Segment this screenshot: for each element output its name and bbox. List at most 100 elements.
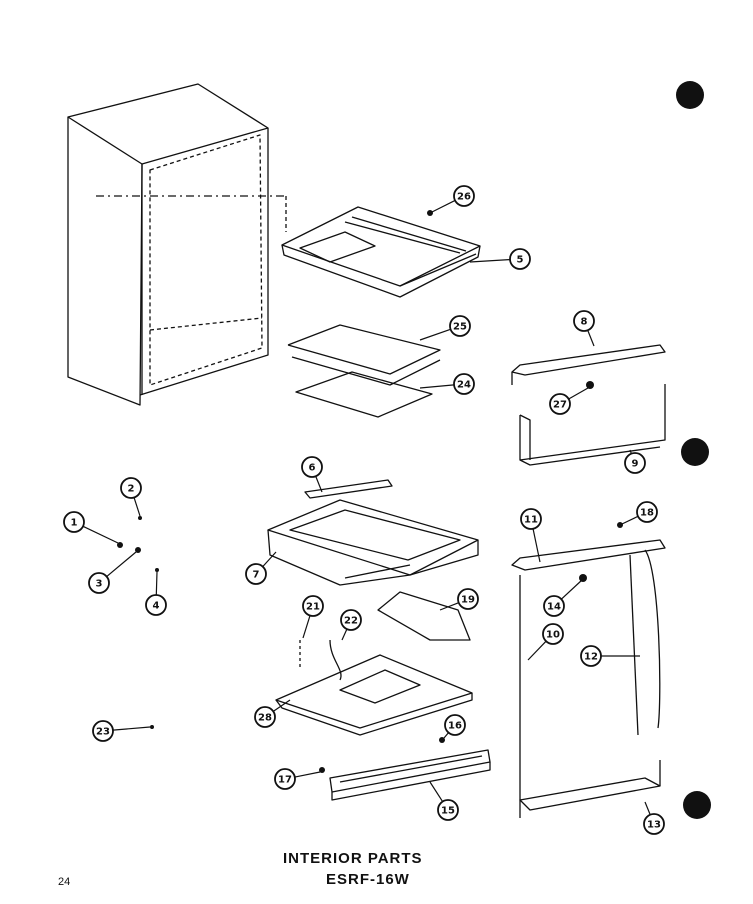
callout-circle-15 (437, 799, 459, 821)
callout-label-14: 14 (547, 602, 561, 613)
callout-label-28: 28 (258, 713, 272, 724)
callout-label-5: 5 (517, 255, 524, 266)
callout-circle-4 (145, 594, 167, 616)
callout-circle-13 (643, 813, 665, 835)
fastener-26 (427, 210, 433, 216)
callout-circle-11 (520, 508, 542, 530)
callout-circle-14 (543, 595, 565, 617)
callout-circle-25 (449, 315, 471, 337)
callout-label-6: 6 (309, 463, 316, 474)
fastener-16 (439, 737, 445, 743)
callout-label-2: 2 (128, 484, 135, 495)
callout-circle-3 (88, 572, 110, 594)
fastener-4 (155, 568, 159, 572)
fastener-23 (150, 725, 154, 729)
leader-line-5 (469, 259, 511, 263)
callout-label-7: 7 (253, 570, 260, 581)
callout-circle-1 (63, 511, 85, 533)
bar-6 (304, 479, 393, 499)
callout-circle-7 (245, 563, 267, 585)
callout-circle-16 (444, 714, 466, 736)
leader-line-11 (532, 528, 541, 563)
leader-line-19 (439, 602, 459, 611)
lower-door-liner (511, 539, 666, 818)
leader-line-15 (429, 781, 444, 802)
grille-15 (329, 749, 491, 801)
leader-line-22 (341, 628, 348, 641)
callout-label-3: 3 (96, 579, 103, 590)
callout-label-27: 27 (553, 400, 567, 411)
callout-label-13: 13 (647, 820, 661, 831)
callout-circle-22 (340, 609, 362, 631)
callout-label-1: 1 (71, 518, 78, 529)
callout-label-21: 21 (306, 602, 320, 613)
callout-label-11: 11 (524, 515, 538, 526)
page-number: 24 (58, 876, 71, 888)
callout-label-25: 25 (453, 322, 467, 333)
callout-label-16: 16 (448, 721, 462, 732)
callout-label-17: 17 (278, 775, 292, 786)
callout-circle-18 (636, 501, 658, 523)
leader-line-16 (443, 732, 449, 739)
drawer-7 (267, 499, 479, 586)
callout-label-23: 23 (96, 727, 110, 738)
leader-line-6 (315, 476, 323, 493)
callout-circle-12 (580, 645, 602, 667)
callout-label-26: 26 (457, 192, 471, 203)
callout-circle-6 (301, 456, 323, 478)
leader-line-25 (419, 328, 451, 341)
callout-circle-27 (549, 393, 571, 415)
door-shelf (519, 760, 661, 811)
callout-label-22: 22 (344, 616, 358, 627)
panel-19 (377, 591, 471, 641)
fastener-3 (135, 547, 141, 553)
punch-hole-bottom (683, 791, 711, 819)
leader-line-21 (302, 615, 311, 639)
leader-line-28 (272, 699, 291, 712)
callout-circle-19 (457, 588, 479, 610)
leader-line-26 (431, 199, 456, 213)
leader-line-1 (82, 525, 119, 544)
callout-label-12: 12 (584, 652, 598, 663)
callout-label-10: 10 (546, 630, 560, 641)
leader-line-23 (112, 726, 151, 731)
callout-circle-21 (302, 595, 324, 617)
callout-circle-26 (453, 185, 475, 207)
callout-circle-17 (274, 768, 296, 790)
callout-label-18: 18 (640, 508, 654, 519)
leader-line-27 (568, 387, 589, 400)
fastener-18 (617, 522, 623, 528)
callout-label-15: 15 (441, 806, 455, 817)
callout-label-4: 4 (153, 601, 160, 612)
upper-door-liner (511, 344, 666, 466)
panel-24 (295, 371, 433, 418)
leader-line-18 (621, 515, 639, 525)
knob-14 (579, 574, 587, 582)
leader-line-17 (294, 771, 321, 778)
knob-27 (586, 381, 594, 389)
tray-28 (275, 654, 473, 736)
fastener-1 (117, 542, 123, 548)
punch-hole-middle (681, 438, 709, 466)
callout-circle-5 (509, 248, 531, 270)
leader-line-2 (133, 497, 141, 517)
leader-line-13 (644, 801, 651, 815)
leader-line-7 (262, 551, 277, 568)
panel-25 (287, 324, 441, 386)
callout-label-8: 8 (581, 317, 588, 328)
fastener-2 (138, 516, 142, 520)
leader-line-8 (587, 330, 595, 347)
callout-circle-9 (624, 452, 646, 474)
callout-circle-24 (453, 373, 475, 395)
callout-label-19: 19 (461, 595, 475, 606)
leader-line-4 (155, 571, 158, 596)
callout-circle-10 (542, 623, 564, 645)
callout-circle-8 (573, 310, 595, 332)
model-number: ESRF-16W (326, 871, 410, 888)
leader-line-14 (560, 579, 583, 600)
callout-circle-28 (254, 706, 276, 728)
callout-label-9: 9 (632, 459, 639, 470)
punch-hole-top (676, 81, 704, 109)
fastener-17 (319, 767, 325, 773)
